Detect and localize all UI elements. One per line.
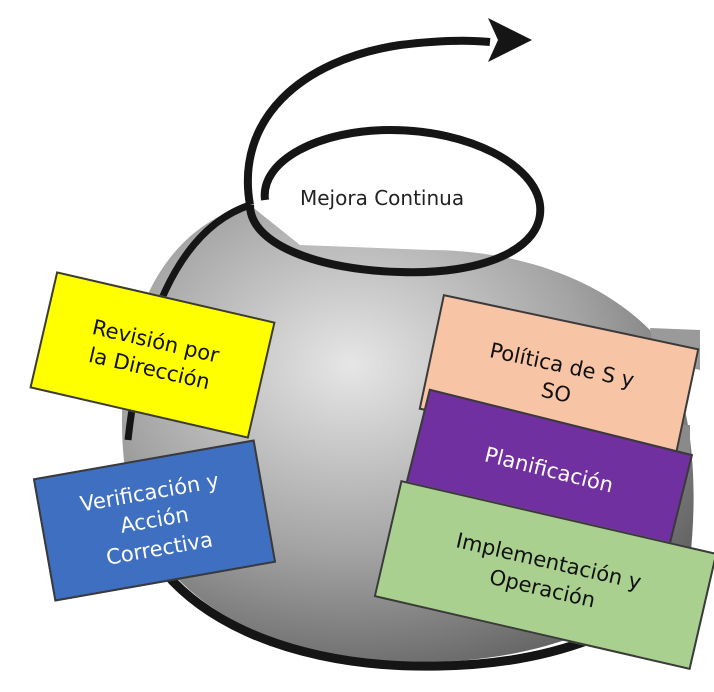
spiral-loop: [246, 125, 545, 277]
spiral-tail: [243, 36, 491, 206]
card-text-line: Planificación: [482, 442, 616, 498]
center-label: Mejora Continua: [300, 186, 465, 210]
arrow-head-icon: [488, 18, 532, 62]
